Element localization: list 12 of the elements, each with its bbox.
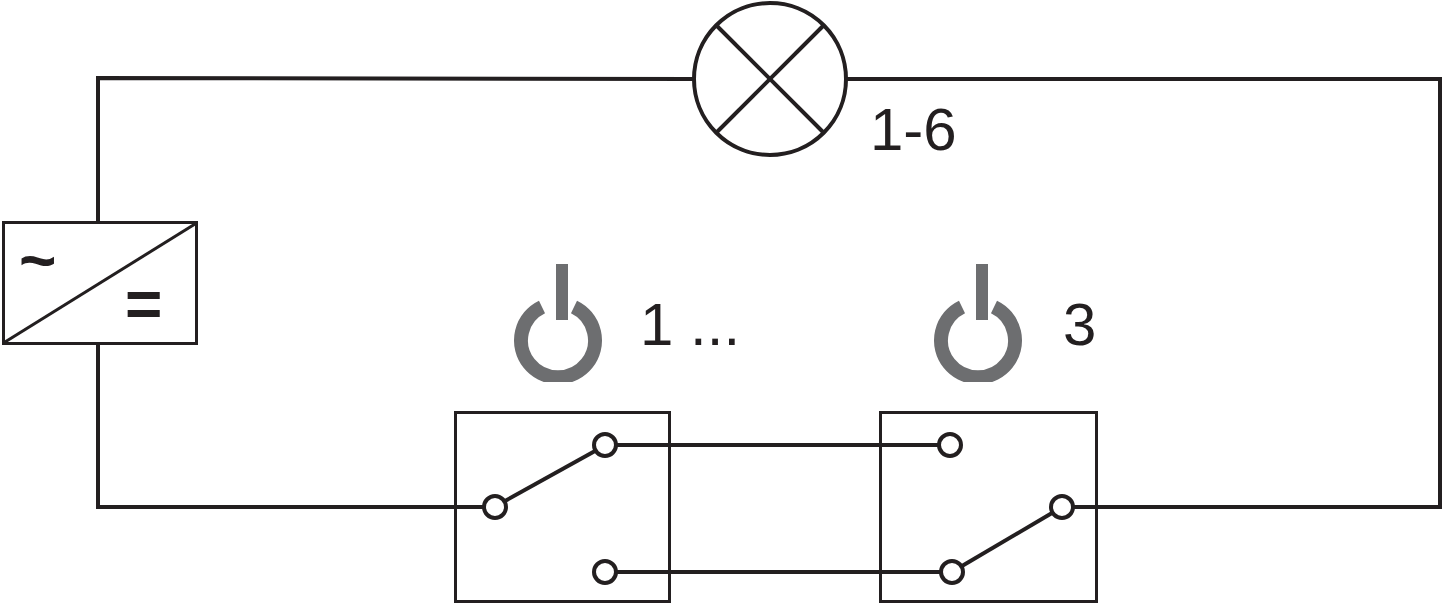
switch-count-label: 1-6 [870,100,957,160]
wire [96,343,456,509]
wire [669,443,881,447]
switch-box [454,411,671,603]
wire [96,76,694,223]
converter-box [2,221,198,345]
symbol-text: = [125,272,163,336]
symbol-text: ~ [19,228,57,292]
switch-count-label: 3 [1063,295,1097,355]
switch-count-label: 1 ... [640,295,741,355]
wire [669,570,881,574]
switch-box [879,411,1098,603]
